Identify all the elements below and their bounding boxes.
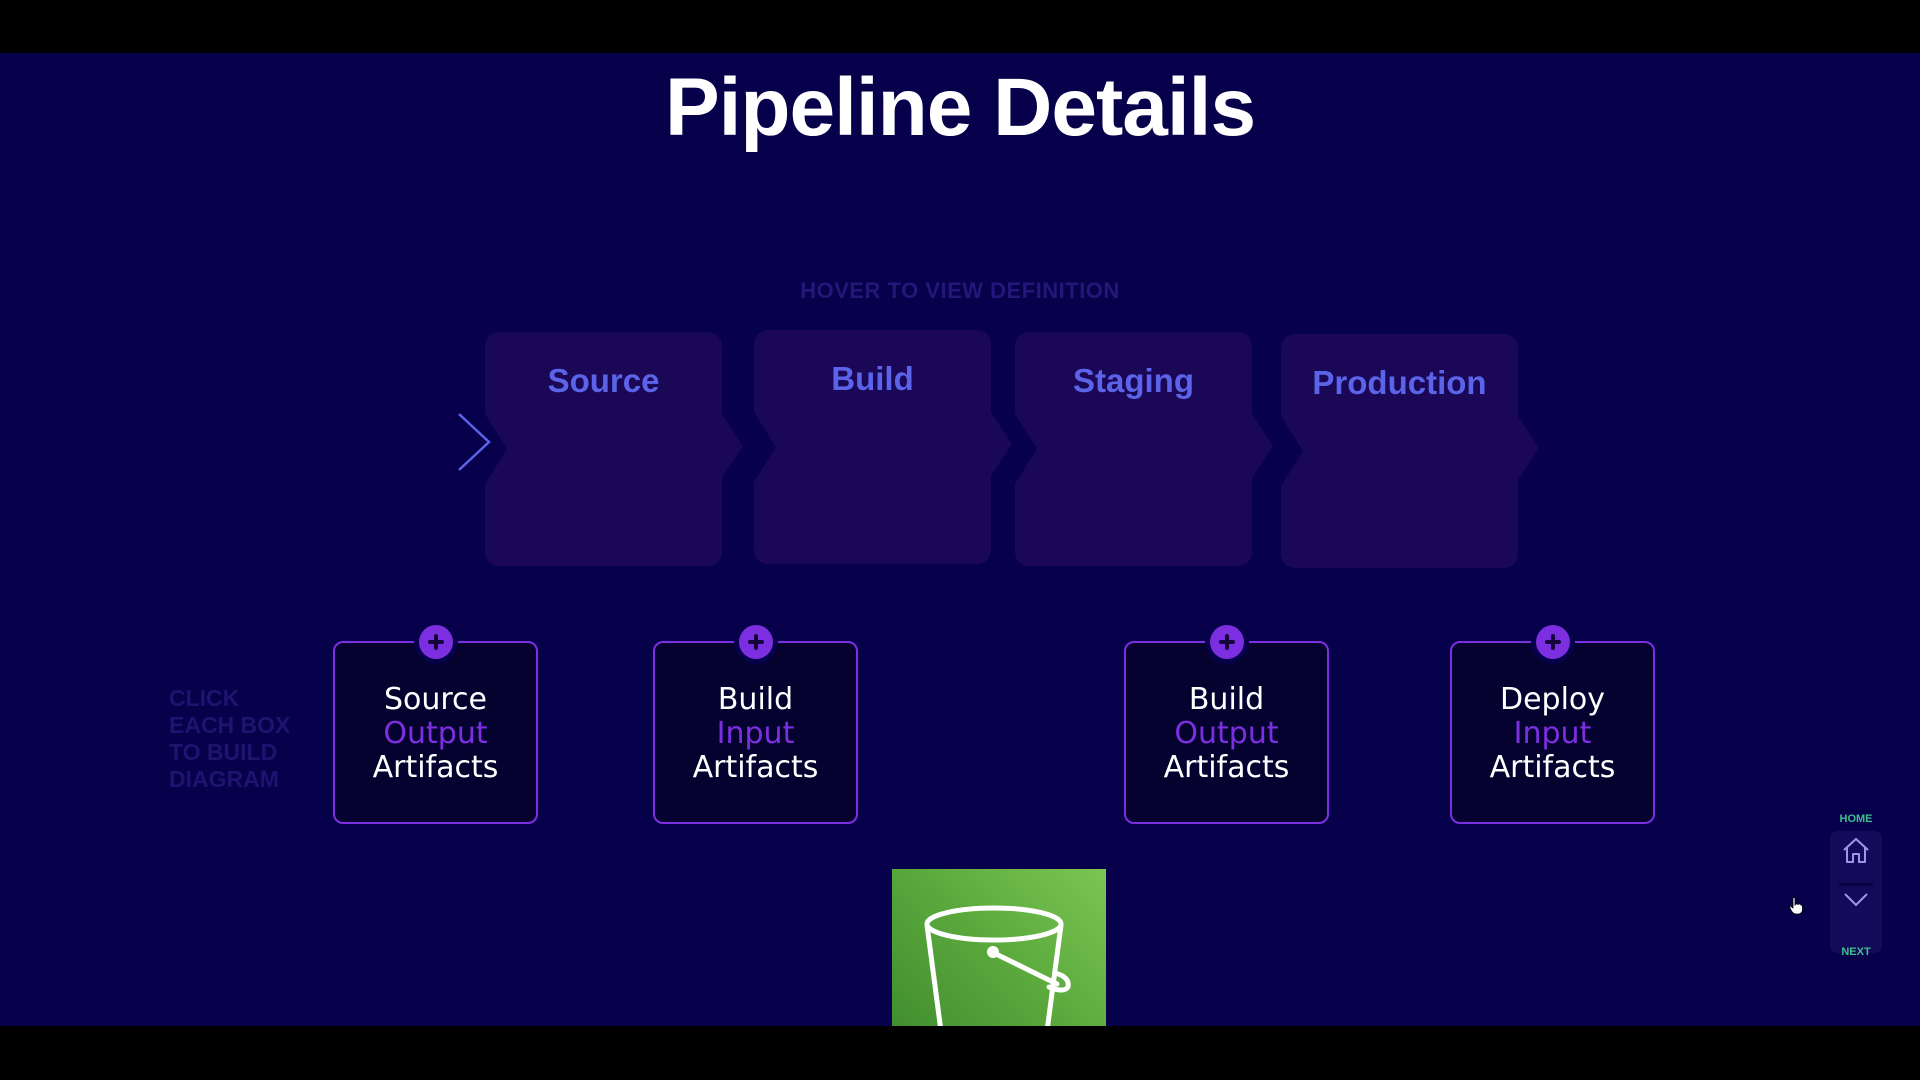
chevron-down-icon[interactable] [1843, 891, 1869, 909]
stage-production[interactable]: Production [1281, 334, 1541, 574]
artifact-box-build-output[interactable]: Build Output Artifacts [1124, 625, 1329, 824]
artifact-label: Source Output Artifacts [335, 683, 536, 785]
stage-label: Staging [1073, 362, 1194, 399]
artifact-box-build-input[interactable]: Build Input Artifacts [653, 625, 858, 824]
stage-label: Production [1312, 364, 1487, 401]
click-hint-line: TO BUILD [169, 739, 278, 765]
artifact-line3: Artifacts [1163, 750, 1290, 785]
artifact-line3: Artifacts [1489, 750, 1616, 785]
page-title: Pipeline Details [664, 62, 1256, 153]
plus-icon[interactable] [738, 625, 773, 659]
pipeline-start-chevron-icon [458, 413, 491, 471]
artifact-label: Build Output Artifacts [1126, 683, 1327, 785]
artifact-line3: Artifacts [372, 750, 499, 785]
click-hint-line: DIAGRAM [169, 766, 279, 792]
s3-bucket-icon [892, 869, 1106, 1026]
stage-shape [1015, 332, 1273, 566]
hand-cursor-icon [1789, 897, 1803, 915]
plus-icon[interactable] [418, 625, 453, 659]
house-icon[interactable] [1842, 837, 1870, 865]
nav-home-label: HOME [1839, 813, 1873, 825]
letterbox-bottom [0, 1026, 1920, 1080]
artifact-line1: Build [1188, 682, 1265, 717]
click-hint-line: CLICK [169, 685, 240, 711]
stage-shape [754, 330, 1012, 564]
artifact-line2: Output [383, 716, 488, 751]
artifact-line3: Artifacts [692, 750, 819, 785]
stage-label: Build [831, 360, 914, 397]
nav-next-label: NEXT [1841, 946, 1871, 958]
stage-staging[interactable]: Staging [1015, 332, 1275, 572]
nav-divider [1839, 883, 1873, 886]
stage-label: Source [547, 362, 660, 399]
stage-shape [485, 332, 743, 566]
click-hint: CLICK EACH BOX TO BUILD DIAGRAM [169, 685, 290, 793]
artifact-line1: Deploy [1499, 682, 1606, 717]
hover-hint: HOVER TO VIEW DEFINITION [800, 278, 1120, 303]
stage-source[interactable]: Source [485, 332, 745, 572]
artifact-box-deploy-input[interactable]: Deploy Input Artifacts [1450, 625, 1655, 824]
artifact-label: Build Input Artifacts [655, 683, 856, 785]
nav-panel [1830, 831, 1882, 953]
letterbox-top [0, 0, 1920, 53]
artifact-line2: Input [1513, 716, 1592, 751]
plus-icon[interactable] [1209, 625, 1244, 659]
artifact-label: Deploy Input Artifacts [1452, 683, 1653, 785]
plus-icon[interactable] [1535, 625, 1570, 659]
stage-build[interactable]: Build [754, 330, 1014, 570]
click-hint-line: EACH BOX [169, 712, 291, 738]
artifact-line2: Input [716, 716, 795, 751]
artifact-line1: Source [383, 682, 488, 717]
slide: Pipeline Details HOVER TO VIEW DEFINITIO… [0, 53, 1920, 1026]
bucket-icon [924, 905, 1071, 1026]
stage-shape [1281, 334, 1539, 568]
artifact-box-source-output[interactable]: Source Output Artifacts [333, 625, 538, 824]
artifact-line1: Build [717, 682, 794, 717]
artifact-line2: Output [1174, 716, 1279, 751]
